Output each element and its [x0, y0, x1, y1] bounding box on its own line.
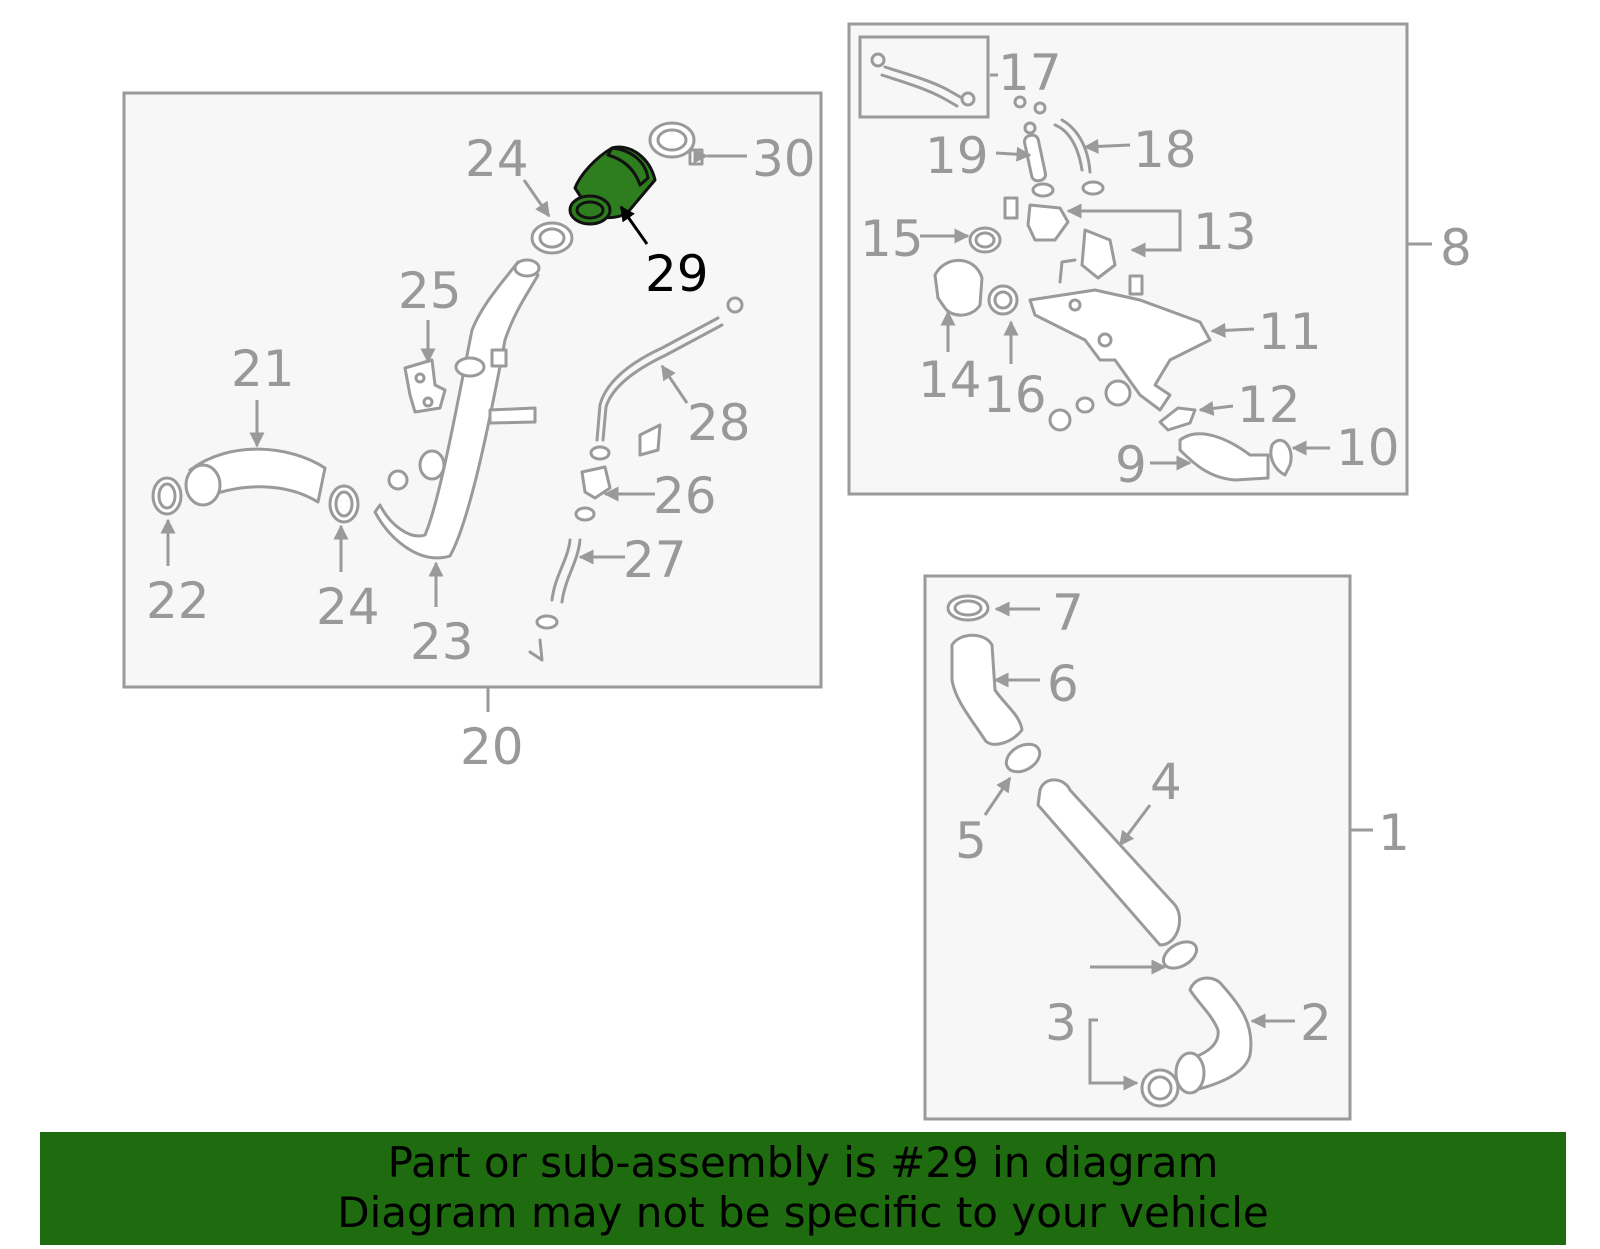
connector-26: [574, 465, 612, 522]
hose-6: [950, 633, 1024, 746]
label-6: 6: [1047, 655, 1079, 713]
clamp-22: [151, 476, 183, 516]
highlighted-part-29[interactable]: [568, 145, 657, 226]
gasket-12: [1158, 406, 1197, 432]
hose-2: [1174, 976, 1253, 1095]
label-14: 14: [918, 351, 982, 409]
label-21: 21: [231, 340, 295, 398]
label-8: 8: [1440, 219, 1472, 277]
washers: [1048, 379, 1132, 432]
pipe-4: [1036, 778, 1181, 947]
label-28: 28: [687, 394, 751, 452]
label-24-upper: 24: [465, 130, 529, 188]
label-13: 13: [1193, 203, 1257, 261]
assembly-1-box: [923, 574, 1373, 1121]
label-25: 25: [398, 262, 462, 320]
clamp-24-lower: [328, 484, 360, 524]
label-24-lower: 24: [316, 578, 380, 636]
label-27: 27: [623, 531, 687, 589]
label-11: 11: [1258, 303, 1322, 361]
label-9: 9: [1115, 436, 1147, 494]
info-banner: Part or sub-assembly is #29 in diagram D…: [40, 1132, 1566, 1245]
clamp-7: [946, 594, 990, 622]
label-26: 26: [653, 467, 717, 525]
bracket-25: [403, 358, 447, 414]
label-18: 18: [1133, 121, 1197, 179]
clamp-5: [1004, 742, 1042, 774]
grommet: [387, 449, 446, 491]
label-3: 3: [1045, 994, 1077, 1052]
label-23: 23: [410, 613, 474, 671]
label-15: 15: [860, 210, 924, 268]
banner-line-1: Part or sub-assembly is #29 in diagram: [387, 1138, 1219, 1187]
clamp-24-upper: [530, 221, 574, 255]
label-4: 4: [1150, 753, 1182, 811]
hose-21: [184, 447, 327, 507]
pipe-23: [373, 258, 541, 560]
hose-17: [870, 52, 976, 108]
hose-18: [1053, 118, 1105, 196]
label-17: 17: [998, 44, 1062, 102]
label-10: 10: [1336, 419, 1400, 477]
label-2: 2: [1300, 994, 1332, 1052]
label-7: 7: [1052, 584, 1084, 642]
label-30: 30: [752, 130, 816, 188]
leader-lines: [160, 73, 1330, 1091]
housing-11: [1028, 258, 1212, 412]
hose-28: [589, 296, 744, 461]
clamp-15: [968, 226, 1002, 254]
gasket-10: [1269, 438, 1293, 477]
valve-13: [1003, 196, 1144, 296]
part-labels: 30 24 29 25 21 28 26 27 22 24 23 20 17 1…: [146, 44, 1472, 1052]
label-12: 12: [1237, 376, 1301, 434]
label-5: 5: [955, 812, 987, 870]
label-19: 19: [925, 127, 989, 185]
hose-27: [528, 538, 582, 662]
label-29[interactable]: 29: [645, 245, 709, 303]
banner-line-2: Diagram may not be specific to your vehi…: [337, 1188, 1269, 1237]
label-1: 1: [1378, 804, 1410, 862]
label-20: 20: [460, 718, 524, 776]
hose-9: [1178, 432, 1270, 482]
label-22: 22: [146, 572, 210, 630]
label-16: 16: [983, 366, 1047, 424]
clamp-16: [987, 284, 1019, 316]
